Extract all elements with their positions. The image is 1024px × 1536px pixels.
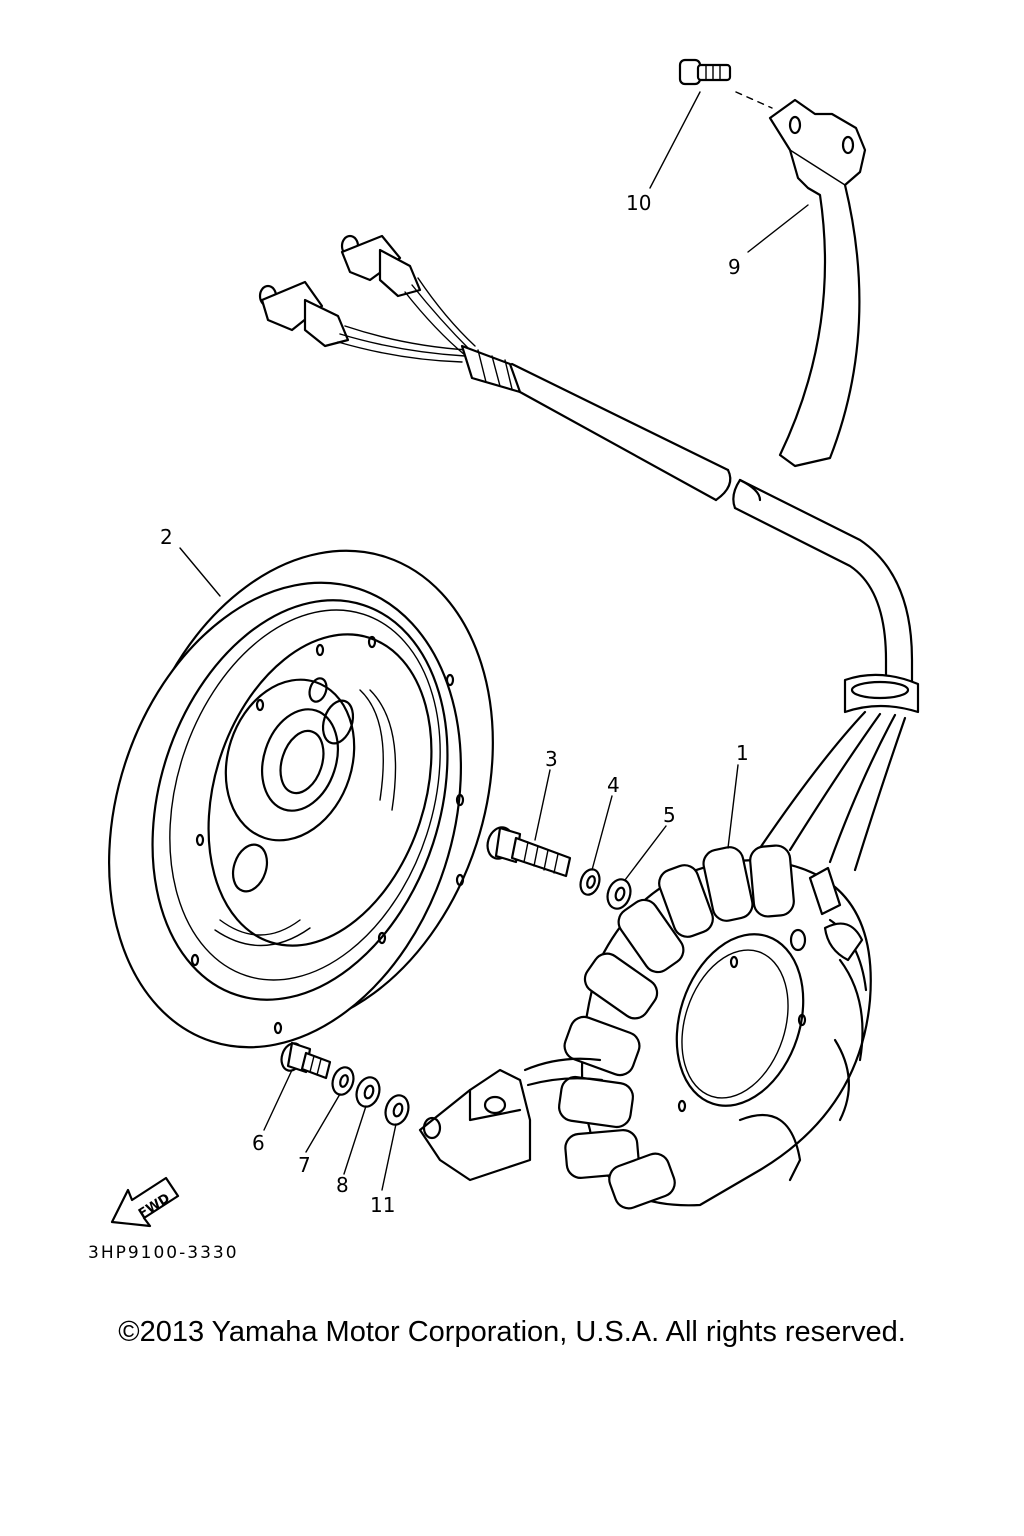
callout-4: 4 [607, 773, 620, 797]
bolt-part-6 [280, 1041, 332, 1080]
callout-10: 10 [626, 191, 651, 215]
leader-lines [179, 91, 809, 1191]
copyright-notice: ©2013 Yamaha Motor Corporation, U.S.A. A… [118, 1316, 906, 1348]
callout-7: 7 [298, 1153, 311, 1177]
callout-2: 2 [160, 525, 173, 549]
callout-1: 1 [736, 741, 749, 765]
callout-11: 11 [370, 1193, 395, 1217]
drawing-code: 3HP9100-3330 [88, 1243, 239, 1263]
forward-direction-arrow: FWD [110, 1176, 180, 1228]
wiring-harness [258, 234, 920, 872]
callout-6: 6 [252, 1131, 265, 1155]
rotor-flywheel-part-2 [108, 549, 494, 1049]
stator-coil-part-1 [558, 844, 872, 1210]
washer-part-7 [331, 1066, 355, 1096]
washer-part-4 [579, 868, 601, 896]
callout-numbers: 1 2 3 4 5 6 7 8 9 10 11 [160, 191, 749, 1217]
washer-part-5 [606, 878, 632, 910]
callout-9: 9 [728, 255, 741, 279]
bracket-part-9 [768, 98, 867, 468]
callout-8: 8 [336, 1173, 349, 1197]
callout-3: 3 [545, 747, 558, 771]
callout-5: 5 [663, 803, 676, 827]
washer-part-11 [384, 1094, 410, 1126]
bolt-part-3 [486, 826, 572, 878]
bolt-part-10 [678, 58, 773, 109]
pickup-coil-bracket [418, 1057, 604, 1182]
washer-part-8 [355, 1076, 381, 1108]
